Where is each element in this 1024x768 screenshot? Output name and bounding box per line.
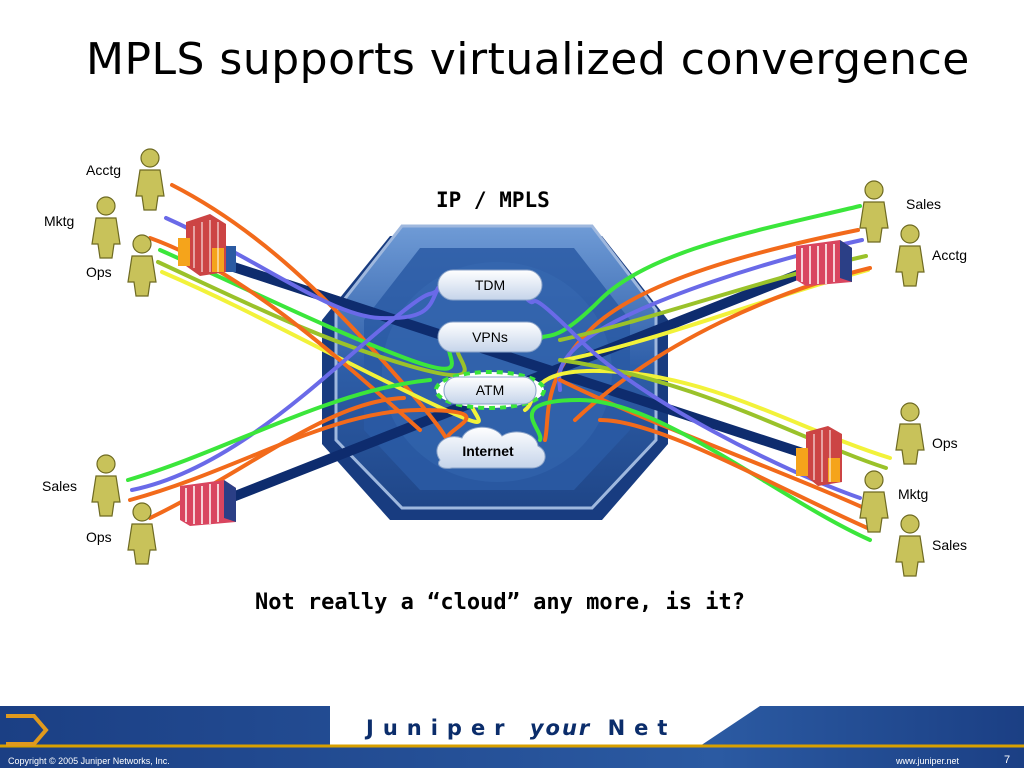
person-sales-br-icon [895,514,925,577]
site-label-sales-bl: Sales [42,478,78,494]
site-label-ops-tl: Ops [86,264,112,280]
site-label-ops-br: Ops [932,435,958,451]
site-label-ops-bl: Ops [86,529,112,545]
person-sales-tr-icon [859,180,889,243]
footer-brand: Juniper your Net [366,716,676,740]
network-label: IP / MPLS [436,188,550,212]
slide-caption: Not really a “cloud” any more, is it? [254,590,746,615]
site-label-acctg-tl: Acctg [86,162,122,178]
site-label-mktg-tl: Mktg [44,213,75,229]
service-vpns [437,321,543,353]
person-icons [91,148,925,577]
page-number: 7 [1004,754,1011,766]
building-bottom-left [180,480,236,526]
circuit-sales-tr-green [538,204,862,342]
building-bottom-right [796,426,842,486]
service-internet [436,426,546,469]
circuit-sales-tr-orange [543,228,860,442]
service-label-tdm: TDM [474,277,506,293]
brand-net: Net [607,716,677,740]
service-atm [434,370,546,410]
person-ops-br-icon [895,402,925,465]
circuit-sales-bl-tdm [130,288,440,492]
circuit-sales-bl-green [126,378,432,482]
site-label-sales-br: Sales [932,537,968,553]
circuit-mktg-br-orange [558,378,866,510]
footer-website: www.juniper.net [896,756,960,766]
person-acctg-tl-icon [135,148,165,211]
service-tdm [437,269,543,301]
service-label-internet: Internet [462,443,514,459]
service-label-atm: ATM [475,382,505,398]
person-acctg-tr-icon [895,224,925,287]
site-label-sales-tr: Sales [906,196,942,212]
circuit-ops-bl-orange [128,407,469,502]
person-mktg-tl-icon [91,196,121,259]
building-top-right [796,240,852,286]
service-label-vpns: VPNs [472,329,508,345]
juniper-arrow-icon [6,714,49,746]
circuit-sales-br-orange [598,418,874,532]
person-mktg-br-icon [859,470,889,533]
site-label-mktg-br: Mktg [898,486,929,502]
circuit-ops-vpns [158,248,454,371]
circuit-sales-br-green [529,397,872,542]
person-sales-bl-icon [91,454,121,517]
footer-band [0,706,1024,768]
brand-your: your [529,716,592,740]
circuit-ops-yellow [160,270,481,424]
building-top-left [178,214,236,276]
circuit-mktg-br-blue [526,298,862,500]
person-ops-bl-icon [127,502,157,565]
slide-title: MPLS supports virtualized convergence [86,34,970,85]
site-label-acctg-tr: Acctg [932,247,968,263]
person-ops-tl-icon [127,234,157,297]
footer-copyright: Copyright © 2005 Juniper Networks, Inc. [8,756,170,766]
circuit-acctg-tr-blue [557,238,864,392]
brand-juniper: Juniper [366,716,514,740]
circuit-ops-olive [156,260,467,378]
